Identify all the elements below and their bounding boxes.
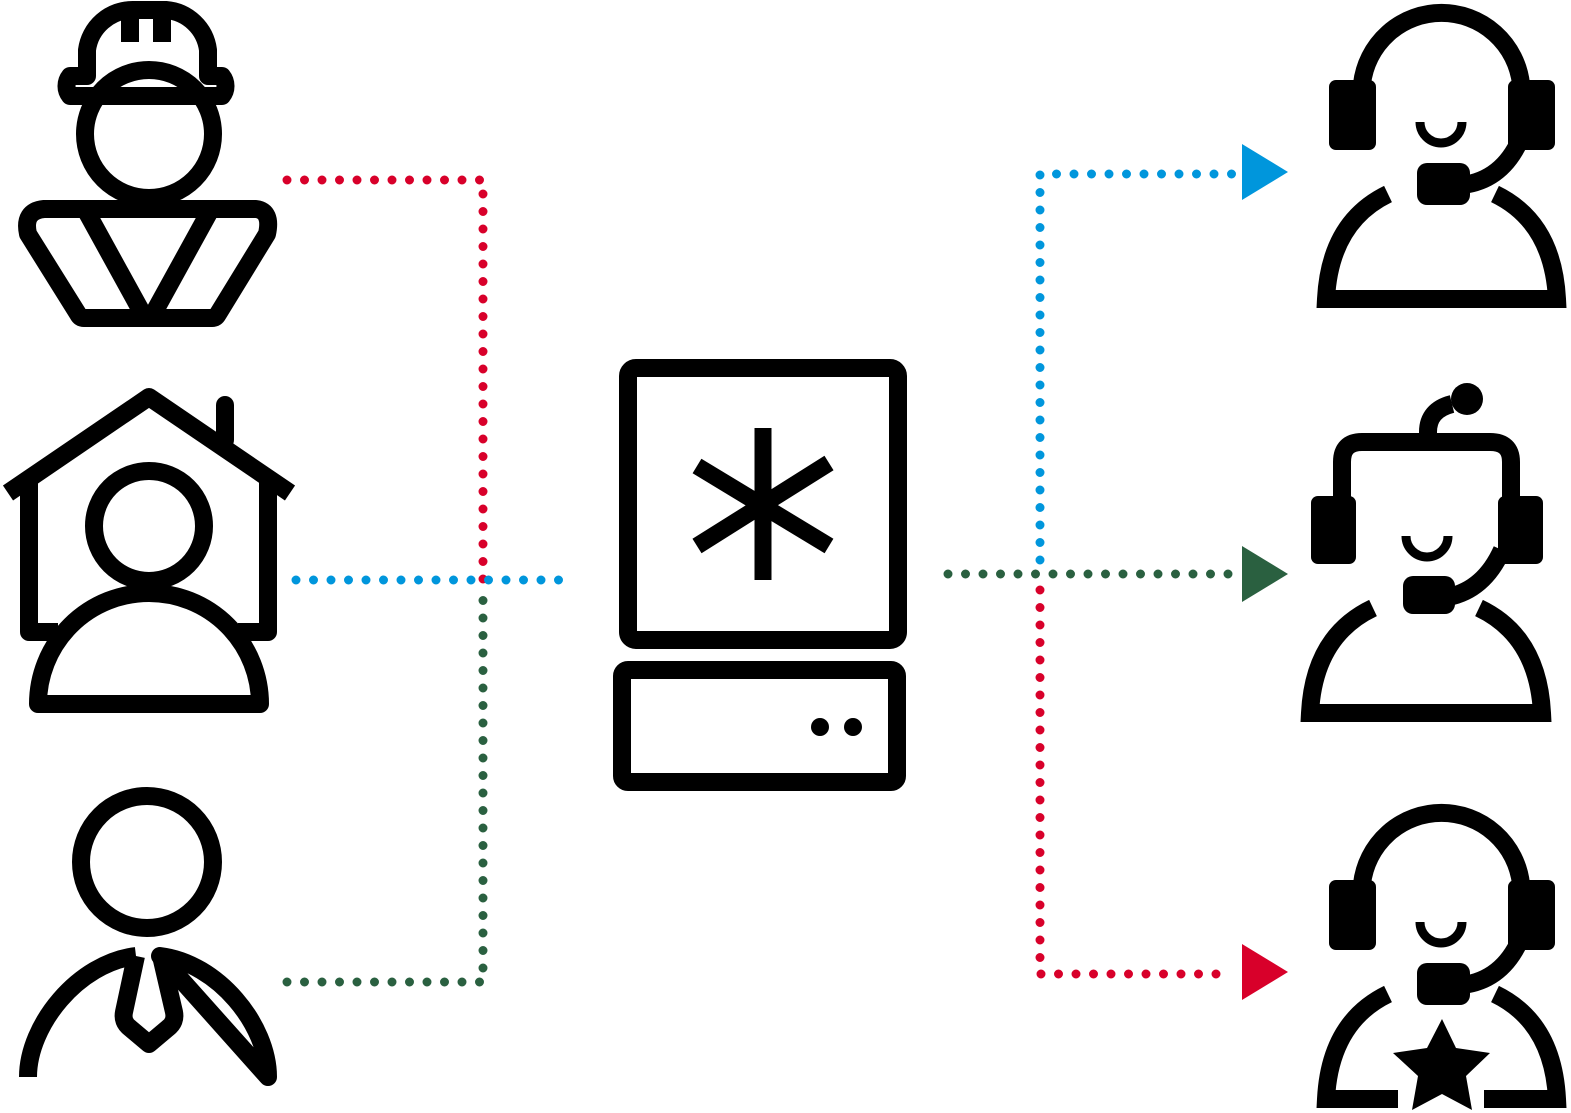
red-arrowhead [1242, 944, 1288, 1000]
blue-arrowhead [1242, 144, 1288, 200]
arrowheads [1242, 144, 1288, 1000]
robot-mic-boom [1445, 546, 1511, 606]
robot-left-earcup [1311, 496, 1356, 564]
robot-antenna-ball [1451, 383, 1483, 415]
hard-hat [57, 0, 235, 105]
support-agent-headset-icon [1316, 3, 1567, 308]
worker-vest [18, 200, 278, 327]
agent-shoulders [1316, 185, 1567, 308]
star-badge-icon [1393, 1019, 1490, 1110]
senior-agent-shoulders [1316, 985, 1567, 1108]
incoming-connections [282, 175, 580, 987]
business-user-head [72, 787, 222, 937]
blue-outgoing-line [1035, 169, 1237, 565]
server-monitor [619, 359, 907, 649]
asterisk-symbol [692, 428, 834, 580]
robot-microphone [1403, 576, 1455, 614]
home-user-icon [2, 388, 296, 713]
hard-hat-ridges [121, 10, 171, 42]
headset-microphone [1417, 163, 1470, 205]
business-user-tie [114, 953, 184, 1053]
senior-headset-microphone [1417, 963, 1470, 1005]
headset-left-earcup [1329, 80, 1376, 150]
construction-worker-icon [18, 0, 278, 327]
agent-head-outline [1353, 3, 1530, 86]
headset-right-earcup [1508, 80, 1555, 150]
business-user-body [19, 947, 277, 1086]
home-user-head [85, 462, 213, 590]
robot-smile [1401, 535, 1453, 562]
worker-head [76, 61, 222, 207]
senior-headset-right-earcup [1508, 880, 1555, 950]
robot-head-outline [1333, 433, 1520, 505]
asterisk-server-icon [613, 359, 907, 791]
green-arrowhead [1242, 546, 1288, 602]
server-led-1 [811, 718, 829, 736]
vest-straps [77, 204, 219, 323]
robot-right-earcup [1498, 496, 1543, 564]
house-walls [20, 480, 277, 641]
robot-shoulders [1300, 599, 1552, 722]
robot-antenna-stem [1419, 395, 1455, 442]
senior-agent-headset-star-icon [1316, 803, 1567, 1110]
green-incoming-line [282, 595, 488, 987]
red-incoming-line [282, 175, 488, 585]
robot-agent-headset-icon [1300, 383, 1552, 722]
outgoing-connections [943, 169, 1237, 979]
server-led-2 [844, 718, 862, 736]
server-tower [613, 661, 906, 791]
senior-agent-head-outline [1353, 803, 1530, 886]
house-roof [2, 388, 296, 501]
senior-headset-left-earcup [1329, 880, 1376, 950]
business-user-icon [19, 787, 277, 1086]
red-outgoing-line [1035, 585, 1237, 979]
home-user-body [29, 584, 269, 713]
senior-agent-smile [1415, 921, 1467, 948]
agent-smile [1415, 121, 1467, 148]
